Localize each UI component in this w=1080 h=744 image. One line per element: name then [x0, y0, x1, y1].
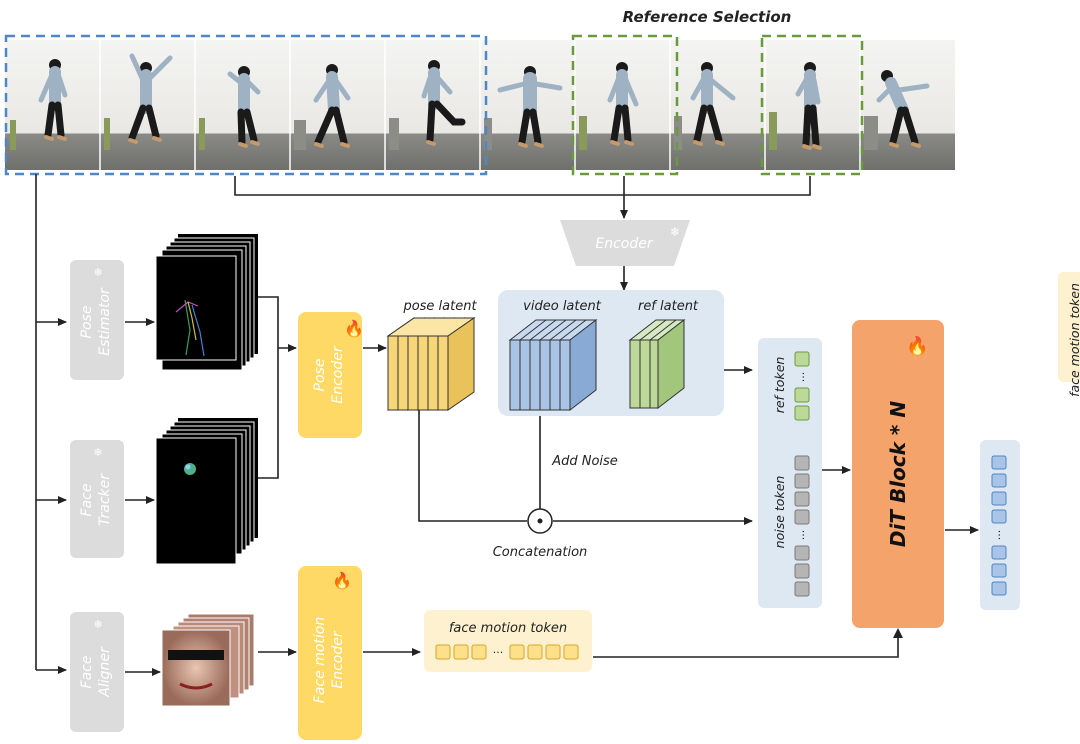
face-motion-encoder-block: 🔥 Face motion Encoder: [298, 566, 362, 740]
output-token-cell: [991, 509, 1007, 524]
dit-block-label: DiT Block * N: [886, 401, 910, 547]
encoder-label: Encoder: [595, 236, 653, 252]
face-aligner-label-line1: Face: [79, 656, 95, 689]
face-motion-token-ellipsis: ···: [493, 646, 504, 659]
face-motion-token-label: face motion token: [449, 621, 567, 636]
video-latent-block: video latent: [508, 299, 602, 412]
face-motion-token-cell: [435, 644, 451, 660]
face-tracker-label-line1: Face: [79, 484, 95, 517]
face-motion-token-cell: [471, 644, 487, 660]
dancer-figure: [128, 53, 173, 144]
dancer-figure: [313, 64, 351, 148]
face-motion-token-cell: [509, 644, 525, 660]
pose-map-stack: [155, 234, 258, 371]
pose-encoder-block: 🔥 Pose Encoder: [298, 312, 364, 438]
output-token-cell: [991, 545, 1007, 560]
eye-censor-bar: [168, 650, 224, 660]
reference-frame-box: [760, 34, 864, 176]
pose-estimator-label-line1: Pose: [79, 306, 95, 339]
pose-encoder-label-line2: Encoder: [330, 345, 346, 403]
noise-token-cell: [794, 545, 810, 561]
face-track-stack: [155, 418, 258, 565]
ref-token-ellipsis: ···: [797, 372, 810, 383]
face-track-point: [184, 463, 196, 475]
pose-skeleton: [175, 299, 205, 357]
output-token-cell: [991, 455, 1007, 470]
pose-latent-label: pose latent: [402, 299, 477, 314]
snowflake-icon: ❄: [93, 618, 102, 631]
output-token-ellipsis: ···: [993, 530, 1006, 541]
add-noise-label: Add Noise: [551, 454, 618, 469]
face-motion-token-cell: [563, 644, 579, 660]
snowflake-icon: ❄: [93, 446, 102, 459]
dancer-figure: [38, 59, 68, 141]
face-motion-token-panel: face motion token ···: [424, 610, 592, 672]
face-motion-encoder-label-line2: Encoder: [330, 630, 346, 688]
face-tracker-label-line2: Tracker: [97, 473, 113, 526]
pose-latent-block: pose latent: [386, 299, 477, 411]
ref-latent-label: ref latent: [638, 299, 699, 314]
ref-token-cells: [794, 351, 810, 421]
dancer-figure: [227, 66, 261, 148]
snowflake-icon: ❄: [670, 225, 680, 239]
dancer-figure: [690, 62, 736, 146]
output-token-cell: [991, 491, 1007, 506]
dancer-figure: [421, 60, 466, 146]
token-panel: ref token ··· noise token ···: [758, 338, 822, 608]
output-token-cell: [991, 563, 1007, 578]
pose-estimator-label-line2: Estimator: [97, 287, 113, 356]
ref-token-cell: [794, 387, 810, 403]
dancer-figure: [876, 70, 930, 148]
fire-icon: 🔥: [344, 319, 364, 338]
video-frame: [670, 40, 765, 170]
noise-token-cell: [794, 473, 810, 489]
dancer-figure: [497, 66, 563, 148]
dancer-figures: [38, 53, 930, 150]
face-crop-stack: [161, 613, 255, 707]
encoder-block: Encoder ❄: [560, 220, 690, 266]
dit-block: 🔥 DiT Block * N: [852, 320, 944, 628]
face-motion-encoder-label-line1: Face motion: [312, 617, 328, 703]
output-token-panel: ···: [980, 440, 1020, 610]
legend-partial: face motion token: [1058, 272, 1080, 397]
noise-token-cell: [794, 563, 810, 579]
reference-frame-box: [571, 34, 679, 176]
noise-token-label: noise token: [772, 476, 787, 549]
fire-icon: 🔥: [332, 571, 352, 590]
ref-token-label: ref token: [772, 357, 787, 414]
snowflake-icon: ❄: [93, 266, 102, 279]
ref-token-cell: [794, 351, 810, 367]
noise-token-cells: [794, 455, 810, 597]
face-motion-token-cell: [527, 644, 543, 660]
pose-encoder-label-line1: Pose: [312, 359, 328, 392]
dancer-figure: [607, 62, 639, 146]
reference-selection-title: Reference Selection: [623, 8, 792, 26]
concatenation-label: Concatenation: [493, 545, 588, 560]
face-aligner-label-line2: Aligner: [97, 646, 113, 698]
output-token-cell: [991, 473, 1007, 488]
ref-latent-block: ref latent: [628, 299, 699, 410]
noise-token-cell: [794, 509, 810, 525]
output-token-cell: [991, 581, 1007, 596]
noise-token-cell: [794, 455, 810, 471]
face-motion-token-cell: [545, 644, 561, 660]
legend-partial-label: face motion token: [1067, 283, 1080, 397]
concatenation-node: [527, 508, 553, 534]
noise-token-cell: [794, 581, 810, 597]
video-frame-strip: [4, 34, 955, 176]
face-motion-token-cell: [453, 644, 469, 660]
noise-token-ellipsis: ···: [797, 530, 810, 541]
dancer-figure: [795, 62, 822, 150]
fire-icon: 🔥: [906, 335, 928, 357]
face-tracker-block: ❄ Face Tracker: [70, 440, 124, 558]
pose-estimator-block: ❄ Pose Estimator: [70, 260, 124, 380]
video-latent-label: video latent: [523, 299, 602, 314]
noise-token-cell: [794, 491, 810, 507]
face-aligner-block: ❄ Face Aligner: [70, 612, 124, 732]
ref-token-cell: [794, 405, 810, 421]
driving-frames-box: [4, 34, 488, 176]
video-frame: [860, 40, 955, 170]
